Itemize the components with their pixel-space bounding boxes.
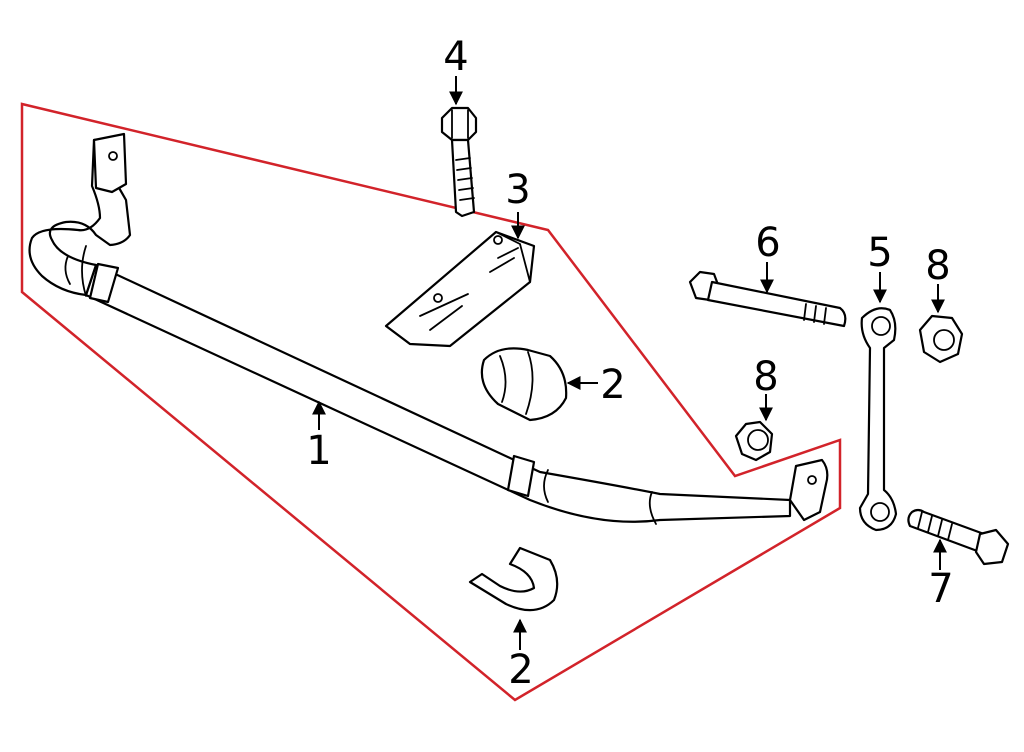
nut-right [918, 314, 964, 364]
bushing-lower [468, 546, 559, 612]
callout-2-upper: 2 [600, 362, 625, 408]
assembly-group-boundary [20, 102, 842, 702]
stabilizer-bracket [384, 230, 536, 348]
nut-middle [734, 420, 774, 462]
callout-8-middle: 8 [753, 354, 778, 400]
link-bolt [688, 270, 847, 328]
bracket-bolt [440, 106, 478, 218]
callout-7: 7 [928, 566, 953, 612]
callout-5: 5 [867, 230, 892, 276]
callout-2-lower: 2 [508, 647, 533, 693]
bushing-upper [480, 347, 568, 422]
stabilizer-link [858, 307, 898, 532]
callout-3: 3 [505, 167, 530, 213]
callout-1: 1 [306, 428, 331, 474]
callout-8-right: 8 [925, 243, 950, 289]
link-lower-bolt [907, 508, 1010, 566]
callout-4: 4 [443, 34, 468, 80]
callout-6: 6 [755, 220, 780, 266]
stabilizer-bar [28, 132, 829, 525]
